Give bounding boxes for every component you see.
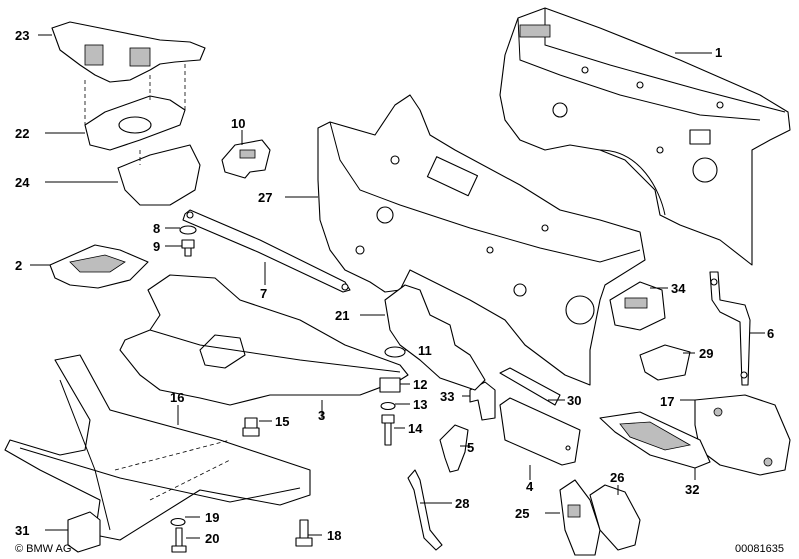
drawing-number: 00081635 [735, 543, 784, 555]
part-14-bolt [381, 414, 405, 446]
part-23-bracket [38, 21, 206, 83]
part-8-washer [165, 225, 197, 235]
part-6-strap [709, 271, 765, 386]
part-22-tray [45, 64, 186, 151]
callout-9: 9 [153, 239, 160, 254]
part-27-inner-bulkhead [285, 94, 646, 386]
callout-30: 30 [567, 393, 581, 408]
part-33-clip [462, 381, 496, 421]
callout-19: 19 [205, 510, 219, 525]
callout-29: 29 [699, 346, 713, 361]
copyright-text: © BMW AG [15, 543, 71, 555]
part-31-block [45, 511, 101, 553]
callout-32: 32 [685, 482, 699, 497]
part-30-plate [499, 367, 565, 406]
part-24-duct [45, 144, 201, 206]
callout-28: 28 [455, 496, 469, 511]
callout-6: 6 [767, 326, 774, 341]
callout-2: 2 [15, 258, 22, 273]
callout-15: 15 [275, 414, 289, 429]
part-20-bolt [171, 527, 200, 553]
part-16-cross-member [4, 354, 311, 541]
callout-8: 8 [153, 221, 160, 236]
part-1-bulkhead [499, 7, 791, 266]
callout-22: 22 [15, 126, 29, 141]
callout-11: 11 [418, 343, 432, 358]
part-4-panel [499, 397, 581, 480]
callout-7: 7 [260, 286, 267, 301]
callout-21: 21 [335, 308, 349, 323]
part-34-bracket [609, 281, 668, 331]
callout-14: 14 [408, 421, 423, 436]
part-10-clip [221, 130, 271, 179]
callout-10: 10 [231, 116, 245, 131]
part-32-seal [599, 411, 711, 480]
part-19-nut [170, 516, 200, 527]
callout-27: 27 [258, 190, 272, 205]
callout-31: 31 [15, 523, 29, 538]
callout-1: 1 [715, 45, 722, 60]
part-18-bolt [295, 519, 322, 547]
part-21-reinforcement [360, 284, 486, 391]
part-12-bush [379, 377, 410, 393]
callout-labels: 1 2 3 4 5 6 7 8 9 10 11 12 13 14 15 16 1… [15, 28, 774, 546]
callout-20: 20 [205, 531, 219, 546]
callout-4: 4 [526, 479, 534, 494]
callout-18: 18 [327, 528, 341, 543]
part-26-bracket [589, 484, 641, 551]
callout-33: 33 [440, 389, 454, 404]
part-17-bracket [680, 394, 791, 476]
part-13-washer [380, 401, 410, 411]
callout-24: 24 [15, 175, 30, 190]
part-5-duct [439, 424, 470, 473]
part-3-floor-panel [119, 274, 409, 418]
callout-34: 34 [671, 281, 686, 296]
callout-3: 3 [318, 408, 325, 423]
part-29-bracket [639, 344, 695, 381]
part-25-bracket [545, 479, 601, 556]
part-15-bolt [242, 417, 272, 437]
callout-23: 23 [15, 28, 29, 43]
part-11-nut [384, 346, 415, 358]
part-2-plate [30, 244, 149, 289]
part-7-strut [182, 209, 351, 293]
callout-16: 16 [170, 390, 184, 405]
callout-26: 26 [610, 470, 624, 485]
callout-5: 5 [467, 440, 474, 455]
callout-12: 12 [413, 377, 427, 392]
callout-17: 17 [660, 394, 674, 409]
callout-25: 25 [515, 506, 529, 521]
callout-13: 13 [413, 397, 427, 412]
part-9-bolt [165, 239, 195, 257]
part-28-rod [407, 469, 452, 551]
